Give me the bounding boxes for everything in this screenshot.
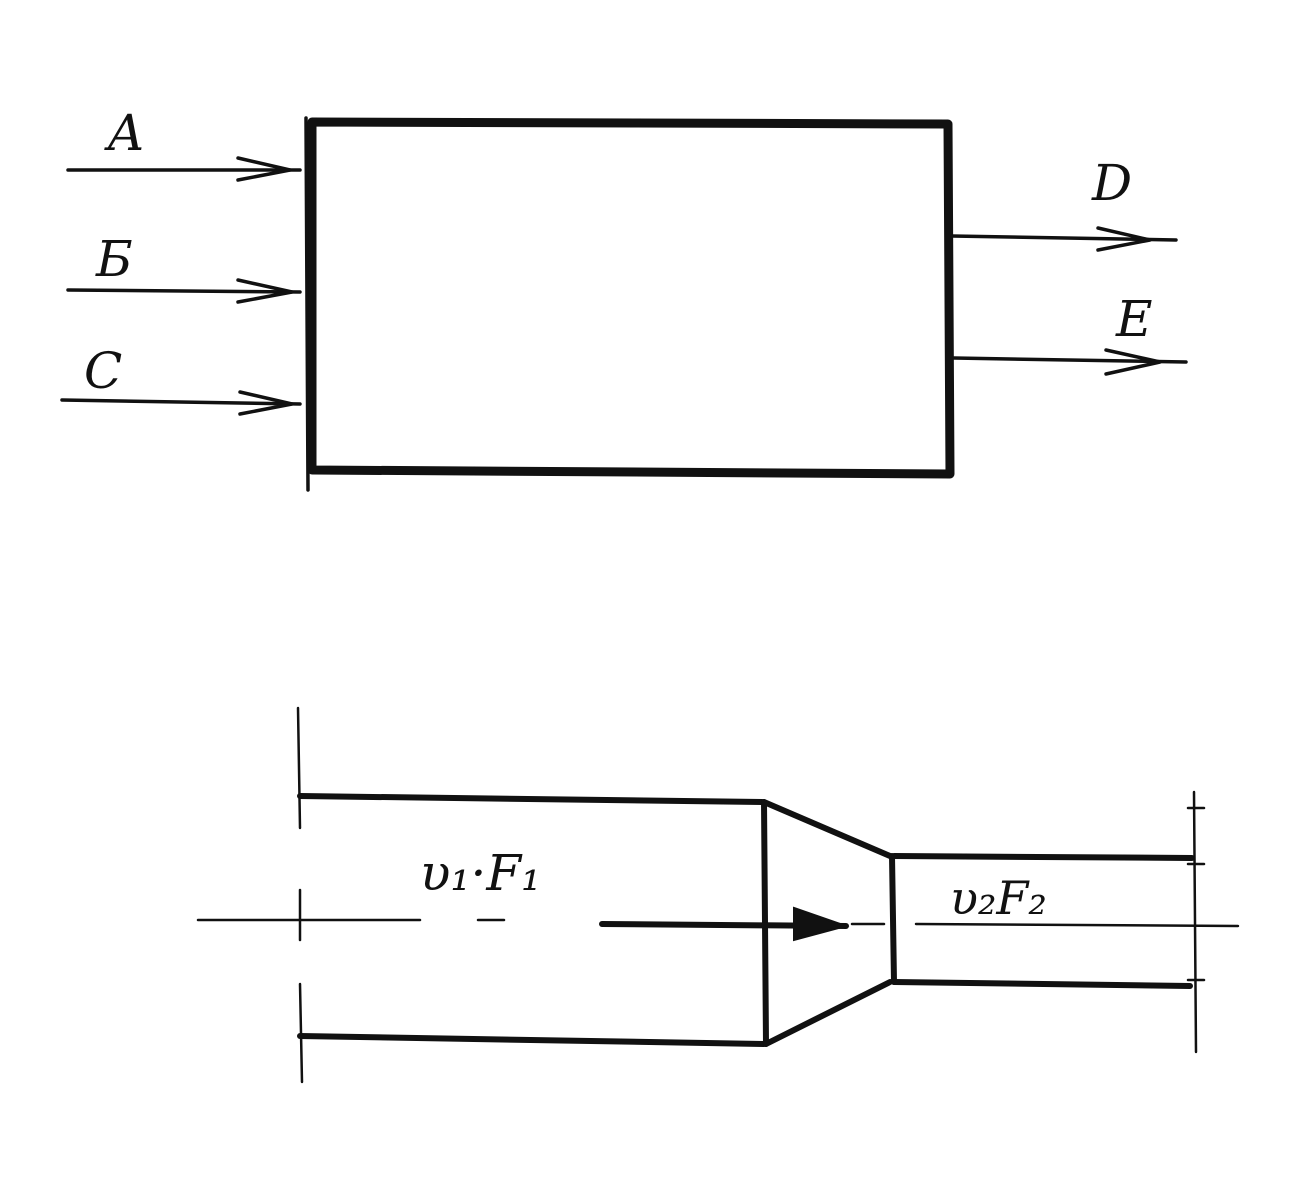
output-label-d: D: [1091, 154, 1132, 212]
input-arrow-b: [66, 278, 302, 304]
input-label-c: C: [84, 342, 122, 400]
input-label-b: Б: [95, 230, 133, 288]
section-2-boundary: [1186, 790, 1206, 1054]
wide-pipe-bottom-wall: [297, 1033, 767, 1047]
input-arrow-c: [60, 390, 302, 416]
outlet-velocity-area-label: υ₂F₂: [950, 871, 1047, 925]
output-label-e: E: [1115, 290, 1153, 348]
wide-pipe-top-wall: [297, 793, 765, 805]
narrow-pipe-top-wall: [891, 853, 1195, 861]
pipe-centerline: [196, 918, 1240, 928]
section-1-boundary: [296, 706, 304, 1084]
flow-arrow: [599, 906, 850, 942]
output-arrow-e: [952, 348, 1188, 376]
narrow-pipe-bottom-wall: [891, 979, 1193, 989]
block-diagram: A Б C D E: [60, 104, 1188, 492]
pipe-diagram: υ₁·F₁ υ₂F₂: [196, 706, 1240, 1084]
output-arrow-d: [950, 226, 1178, 252]
process-box: [304, 116, 955, 492]
input-label-a: A: [104, 104, 144, 162]
input-arrow-a: [66, 156, 302, 182]
inlet-velocity-area-label: υ₁·F₁: [420, 844, 541, 902]
